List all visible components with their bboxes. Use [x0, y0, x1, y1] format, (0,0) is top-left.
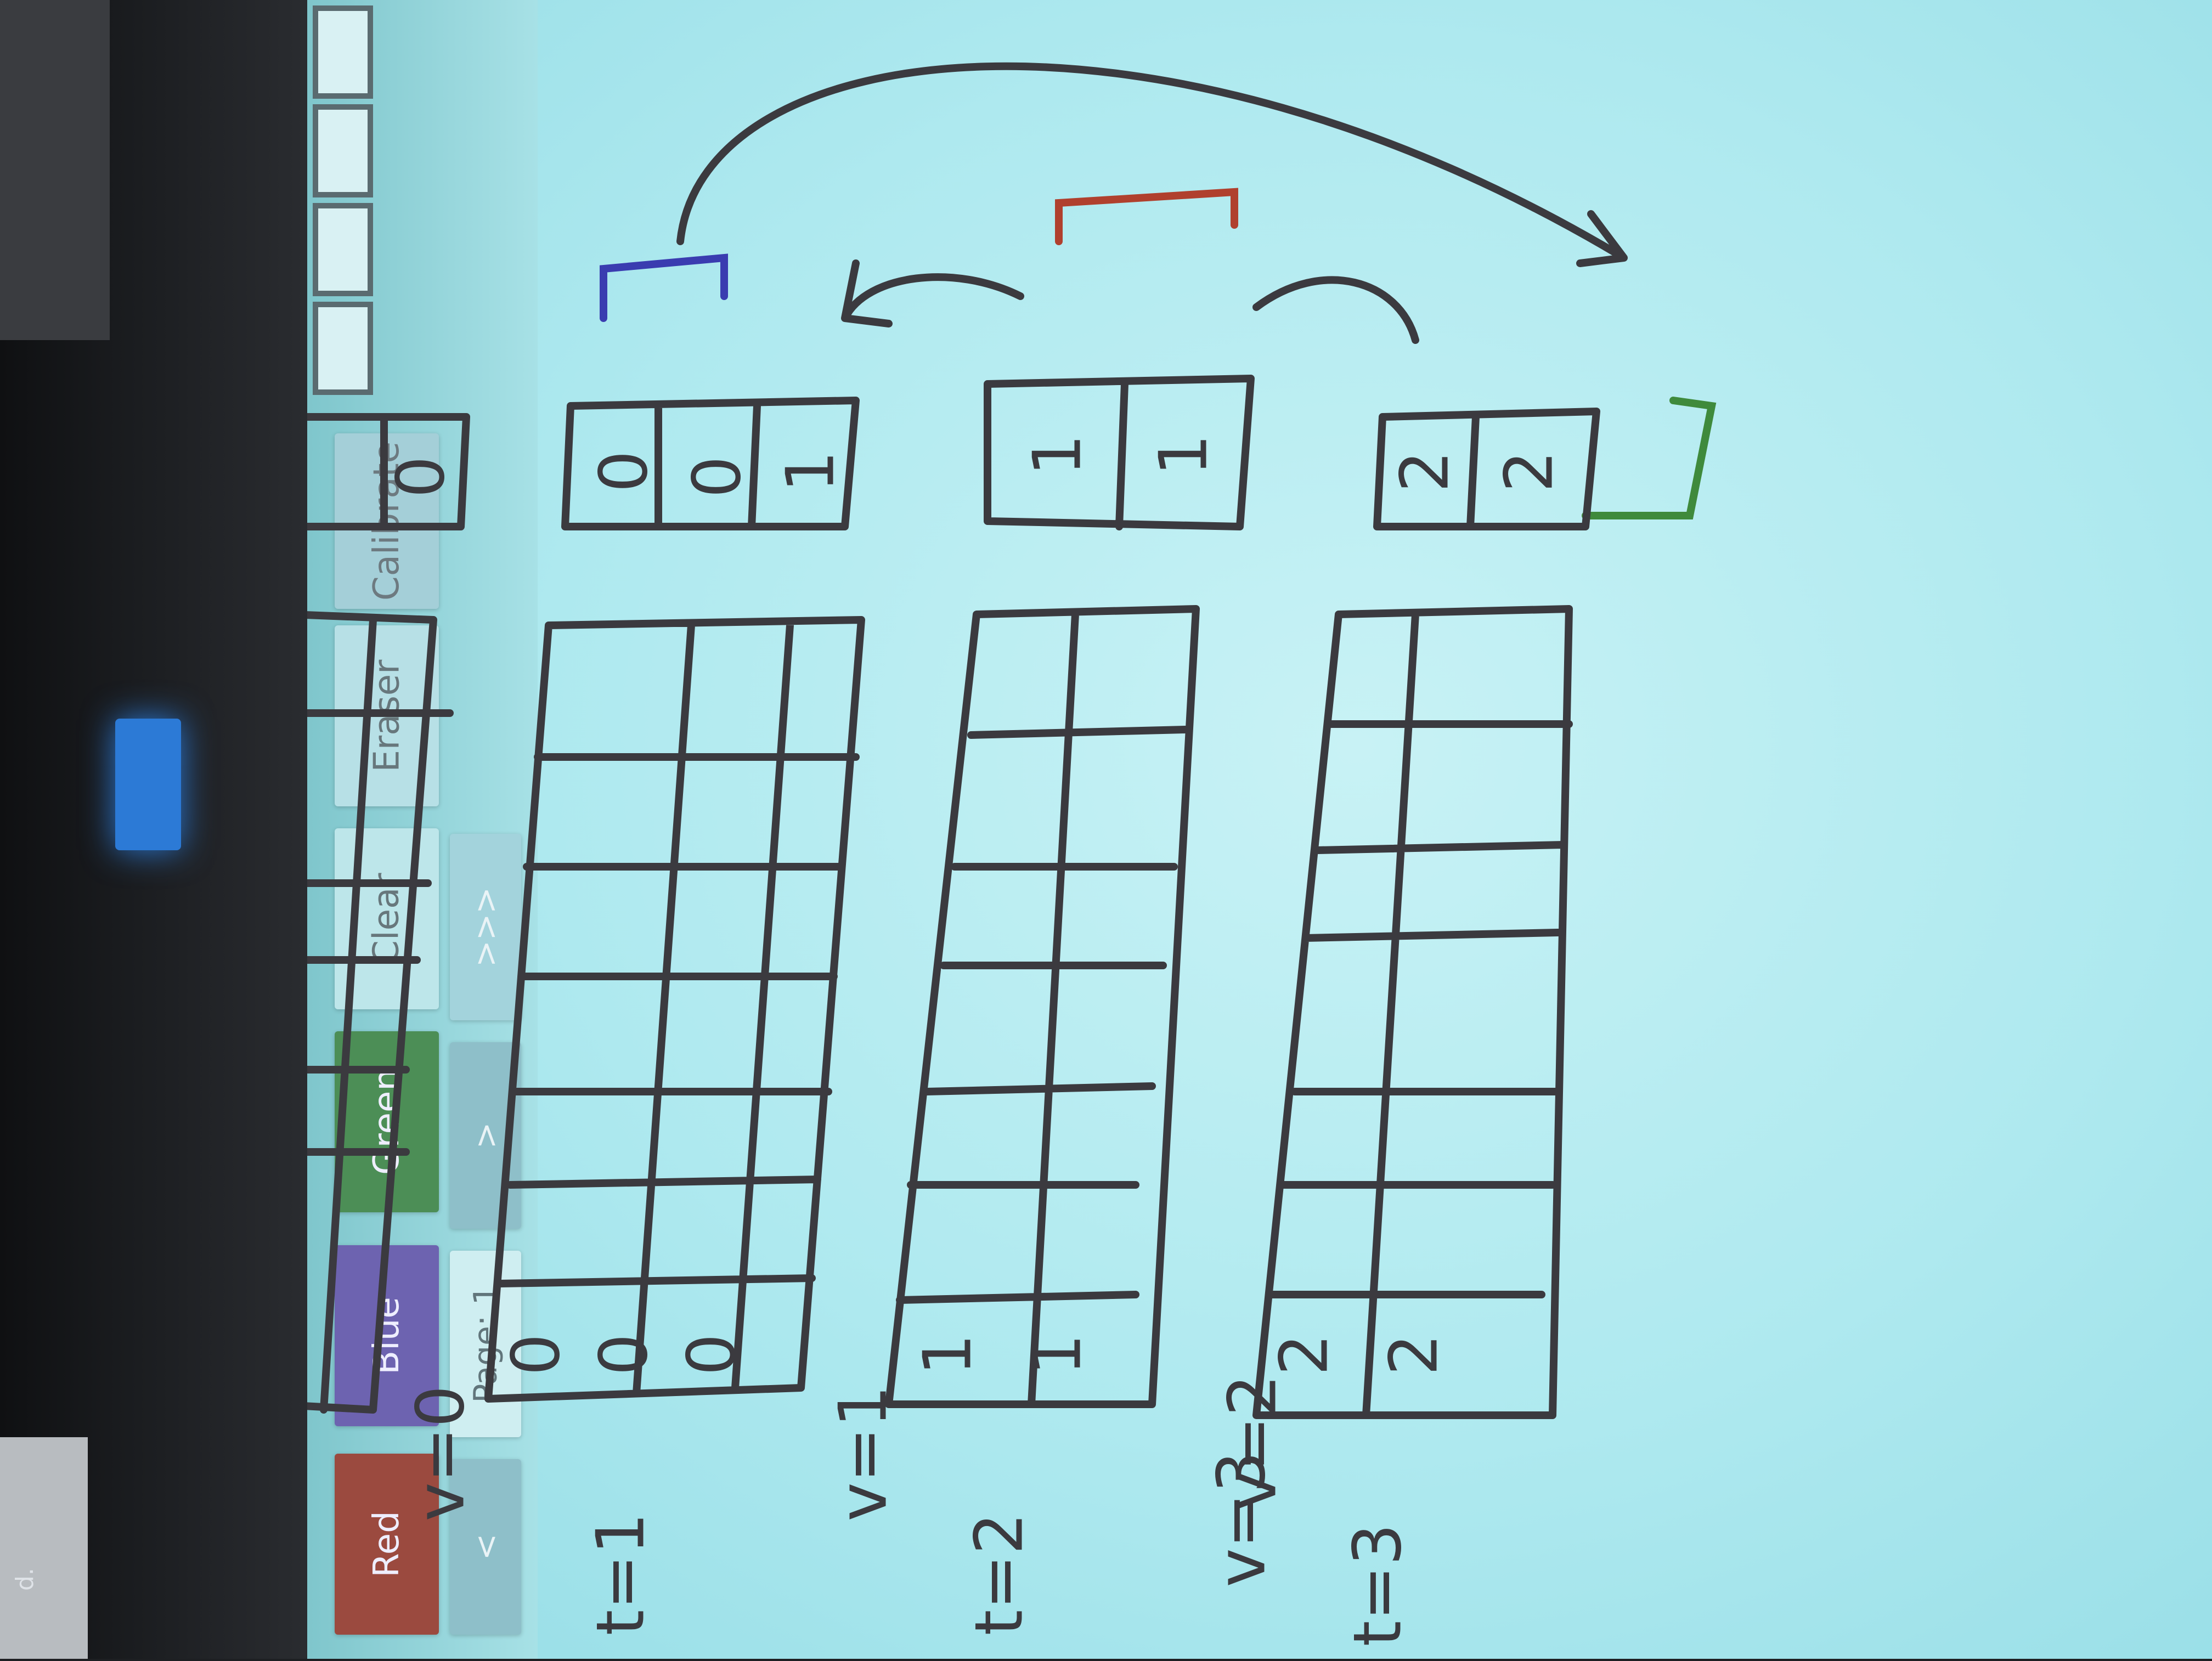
table-3-bottom-cell: 2	[1376, 1334, 1453, 1376]
top-block-3	[1373, 408, 1600, 530]
table-1-top-cell: 1	[772, 450, 849, 493]
table-2-bottom-cell: 1	[1019, 1334, 1096, 1376]
table-3-grid	[1252, 605, 1573, 1419]
short-arc-arrow	[841, 259, 1024, 327]
page-tab[interactable]	[313, 5, 373, 99]
blue-bracket	[600, 253, 728, 322]
label-v0: v=0	[403, 1385, 479, 1522]
top-left-cells	[249, 413, 470, 530]
long-arc-arrow	[676, 62, 1628, 267]
table-1-bottom-cell: 0	[586, 1334, 663, 1376]
table-2-bottom-cell: 1	[910, 1334, 986, 1376]
label-t3: t=3	[1340, 1523, 1417, 1647]
red-pen-button[interactable]: Red	[335, 1454, 439, 1635]
page-tab[interactable]	[313, 302, 373, 395]
top-block-2	[984, 375, 1255, 530]
drawing-canvas[interactable]: 0 0 0 1 1 1 2 2 0 0 0 1 1 2 2 v=0 v=1 v=…	[249, 0, 2212, 1659]
table-1-grid	[484, 616, 865, 1403]
label-v1: v=1	[825, 1385, 902, 1522]
monitor-indicator-light	[115, 719, 181, 850]
green-bracket	[1582, 397, 1717, 519]
previous-page-button[interactable]: <	[450, 1459, 521, 1635]
table-2-top-cell: 1	[1019, 434, 1096, 476]
table-1-bottom-cell: 0	[674, 1334, 751, 1376]
table-3-top-cell: 2	[1387, 450, 1464, 493]
table-1-bottom-cell: 0	[498, 1334, 575, 1376]
table-2-grid	[885, 605, 1200, 1408]
table-1-top-cell: 0	[679, 456, 756, 498]
corner-caption: d.	[11, 1568, 39, 1591]
short-arc-arrow-right	[1252, 276, 1419, 344]
label-t2: t=2	[961, 1512, 1038, 1636]
table-1-top-cell: 0	[586, 450, 663, 493]
table-2-top-cell: 1	[1146, 434, 1222, 476]
background-wall	[0, 0, 110, 340]
page-tab[interactable]	[313, 203, 373, 296]
table-3-top-cell: 2	[1491, 450, 1568, 493]
label-v3: v=3	[1204, 1451, 1280, 1587]
left-partial-table	[270, 611, 454, 1414]
red-bracket	[1055, 188, 1238, 245]
page-tab[interactable]	[313, 104, 373, 197]
page-tabs	[313, 0, 384, 417]
top-left-cell-value: 0	[383, 456, 460, 498]
ink-strokes	[249, 62, 1717, 1419]
background-desk	[0, 1437, 88, 1659]
label-t1: t=1	[583, 1512, 659, 1636]
fast-forward-button[interactable]: >>>	[450, 834, 521, 1020]
top-block-1	[561, 397, 860, 530]
